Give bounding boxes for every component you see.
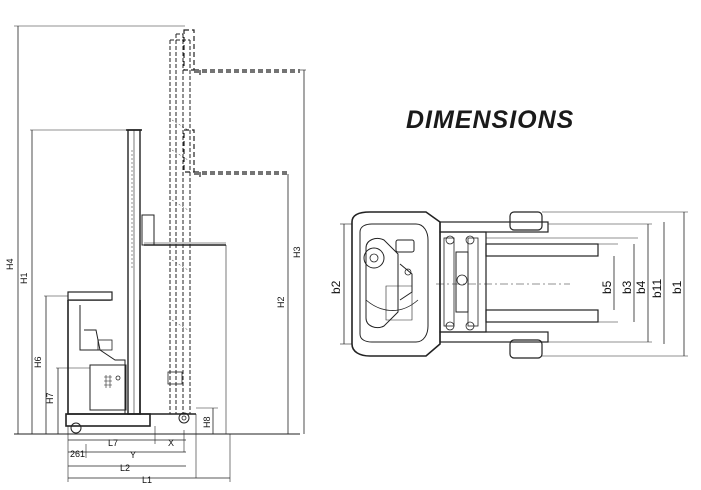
load-wheel-bottom xyxy=(509,339,543,359)
side-view xyxy=(14,25,306,482)
carriage-top xyxy=(455,251,469,313)
mast-hatching xyxy=(171,119,189,331)
side-view-labels: H4 H1 H6 H7 H3 H2 H8 L7 X 261 Y L2 L1 xyxy=(5,246,302,485)
label-h6: H6 xyxy=(33,356,43,368)
handle-knob xyxy=(115,375,121,381)
display-panel xyxy=(395,239,415,253)
truck-inner-outline xyxy=(359,223,429,343)
mast-foot xyxy=(167,371,183,385)
raised-carriage-mid xyxy=(183,129,290,180)
roller-3 xyxy=(445,321,455,331)
battery-compartment xyxy=(89,364,127,411)
steering-wheel xyxy=(363,247,385,269)
label-x: X xyxy=(168,438,174,448)
label-h4: H4 xyxy=(5,258,15,270)
seat-top xyxy=(365,237,399,329)
label-h7: H7 xyxy=(45,392,55,404)
diagram-title: DIMENSIONS xyxy=(406,106,575,134)
battery-grid-icon xyxy=(104,375,112,388)
label-h8: H8 xyxy=(202,416,212,428)
leg-bottom xyxy=(439,331,549,343)
roller-1 xyxy=(445,235,455,245)
load-wheel xyxy=(178,412,190,424)
roller-4 xyxy=(465,321,475,331)
label-h3: H3 xyxy=(292,246,302,258)
armrest xyxy=(67,291,113,301)
chassis-base xyxy=(65,413,151,427)
label-h1: H1 xyxy=(19,272,29,284)
label-b5: b5 xyxy=(600,280,614,294)
battery-area xyxy=(385,285,413,321)
drive-wheel xyxy=(70,422,82,434)
chain-sprocket xyxy=(456,274,468,286)
control-knob xyxy=(404,268,412,276)
fork-right xyxy=(485,309,599,323)
carriage xyxy=(141,214,155,246)
roller-2 xyxy=(465,235,475,245)
seat xyxy=(84,329,101,351)
truck-body xyxy=(67,300,141,415)
control-lever xyxy=(399,263,413,301)
top-view xyxy=(340,211,688,359)
mast-rail-left xyxy=(443,237,455,327)
mast-rail-right xyxy=(467,237,479,327)
backrest-curve xyxy=(365,299,419,311)
steering-hub xyxy=(369,253,379,263)
load-wheel-top xyxy=(509,211,543,231)
label-b4: b4 xyxy=(634,280,648,294)
label-l7: L7 xyxy=(108,438,118,448)
fork-left xyxy=(485,243,599,257)
label-b11: b11 xyxy=(650,279,664,298)
label-h2: H2 xyxy=(276,296,286,308)
label-b1: b1 xyxy=(670,280,684,294)
top-view-labels: b2 b5 b3 b4 b11 b1 xyxy=(329,279,684,298)
label-l2: L2 xyxy=(120,463,130,473)
mast-top-frame xyxy=(439,231,487,333)
mast-extended xyxy=(169,33,191,414)
label-l1: L1 xyxy=(142,475,152,485)
label-b3: b3 xyxy=(620,280,634,294)
truck-top-outline xyxy=(351,211,441,357)
label-261: 261 xyxy=(70,449,85,459)
leg-top xyxy=(439,221,549,233)
label-y: Y xyxy=(130,450,136,460)
label-b2: b2 xyxy=(329,280,343,294)
control-panel xyxy=(97,339,113,351)
operator-compartment xyxy=(79,305,126,414)
load-wheel-inner xyxy=(181,415,187,421)
raised-carriage-top xyxy=(183,29,300,78)
